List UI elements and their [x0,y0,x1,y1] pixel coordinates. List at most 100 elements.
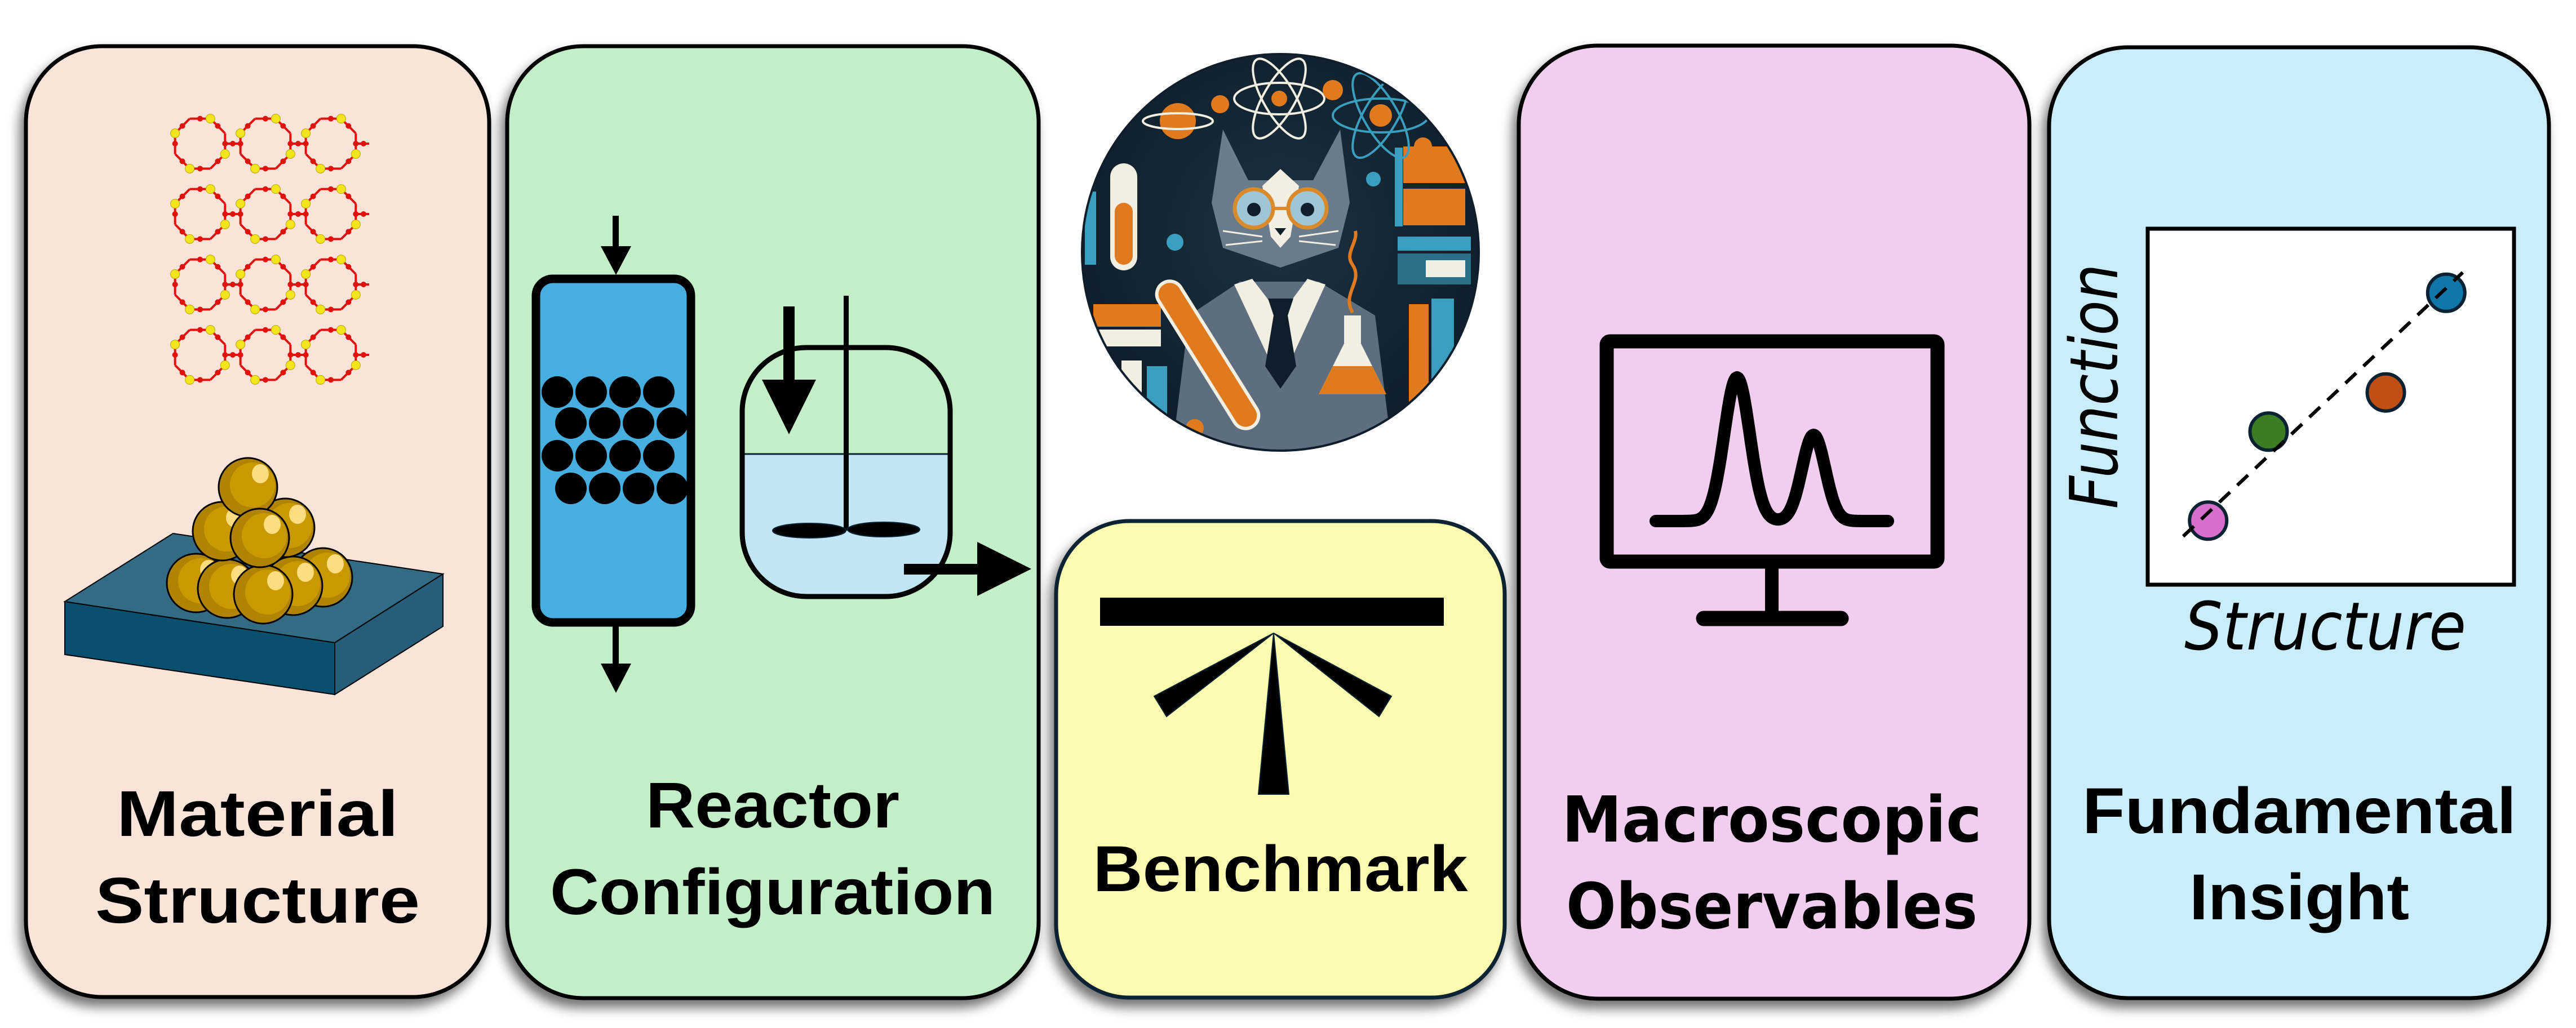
nanoparticle-atom [229,508,290,568]
silicon-atom [250,234,260,244]
data-point-point-3 [2365,372,2406,413]
silicon-atom [301,128,311,139]
oxygen-atom [237,141,243,146]
zeolite-ring [236,325,304,385]
oxygen-atom [353,211,359,217]
silicon-atom [285,290,295,300]
silicon-atom [250,304,260,314]
silicon-atom [285,149,295,159]
silicon-atom [250,375,260,385]
oxygen-atom [280,370,286,376]
oxygen-atom [345,334,352,340]
silicon-atom [351,219,361,229]
oxygen-atom [328,306,334,313]
oxygen-atom [345,229,352,235]
oxygen-atom [345,370,352,376]
oxygen-atom [328,236,334,242]
panel-title-line-1: Material [117,778,398,850]
oxygen-atom [328,256,334,262]
oxygen-atom [197,327,203,333]
zeolite-ring [170,184,238,244]
silicon-atom [205,114,215,124]
oxygen-atom [263,306,268,313]
oxygen-atom [197,166,203,172]
oxygen-atom [172,141,178,146]
oxygen-atom [179,299,185,305]
oxygen-atom [280,229,286,235]
catalyst-particle [657,473,688,504]
oxygen-atom [280,299,286,305]
silicon-atom [351,149,361,159]
catalyst-particle [589,407,620,439]
panel-title-line-1: Macroscopic [1562,784,1982,857]
zeolite-ring [301,184,369,244]
oxygen-atom [287,282,294,287]
catalyst-particle [623,473,654,504]
silicon-atom [336,325,346,335]
zeolite-ring [170,255,238,314]
scientist-cat-logo [1081,53,1480,452]
silicon-atom [185,234,195,244]
oxygen-atom [215,334,221,340]
silicon-atom [316,375,326,385]
packed-bed-reactor-icon [531,216,695,693]
panel-material-structure: Material Structure [24,44,491,999]
panel-title-line-2: Configuration [550,856,995,928]
silicon-atom [170,199,180,209]
oxygen-atom [295,211,301,217]
panel-macroscopic-observables: Macroscopic Observables [1517,43,2032,1001]
oxygen-atom [179,229,185,235]
silicon-atom [220,219,230,229]
panel-title-line-2: Structure [95,865,420,937]
oxygen-atom [215,264,221,270]
oxygen-atom [245,193,251,199]
product-arrow-icon [904,542,1031,596]
silicon-atom [185,375,195,385]
oxygen-atom [310,334,316,340]
silicon-atom [285,219,295,229]
oxygen-atom [361,141,366,146]
oxygen-atom [230,211,236,217]
y-axis-label: Function [2055,264,2133,509]
outlet-arrow-icon [601,626,631,693]
silicon-atom [271,184,281,194]
panel-reactor-configuration: Reactor Configuration [505,44,1041,1000]
oxygen-atom [172,352,178,358]
oxygen-atom [179,123,185,129]
oxygen-atom [215,158,221,164]
silicon-atom [316,304,326,314]
catalyst-particle [643,376,675,408]
oxygen-atom [287,352,294,358]
silicon-atom [236,199,246,209]
oxygen-atom [328,327,334,333]
zeolite-ring [236,114,304,173]
catalyst-particle [609,440,641,471]
oxygen-atom [215,370,221,376]
catalyst-particles [542,376,688,504]
oxygen-atom [303,282,309,287]
oxygen-atom [263,377,268,383]
nanoparticle-atom [218,457,278,518]
impeller-blade-right [847,522,920,537]
oxygen-atom [197,377,203,383]
oxygen-atom [303,352,309,358]
oxygen-atom [179,264,185,270]
oxygen-atom [287,141,294,146]
zeolite-ring [170,325,238,385]
oxygen-atom [179,370,185,376]
oxygen-atom [295,282,301,287]
zeolite-ring [301,114,369,173]
oxygen-atom [179,193,185,199]
silicon-atom [271,325,281,335]
silicon-atom [336,114,346,124]
oxygen-atom [287,211,294,217]
stirrer-shaft [844,296,849,531]
spectrum-curve [1650,371,1894,527]
oxygen-atom [172,211,178,217]
oxygen-atom [345,158,352,164]
oxygen-atom [237,352,243,358]
oxygen-atom [245,334,251,340]
oxygen-atom [361,282,366,287]
oxygen-atom [310,299,316,305]
oxygen-atom [245,158,251,164]
